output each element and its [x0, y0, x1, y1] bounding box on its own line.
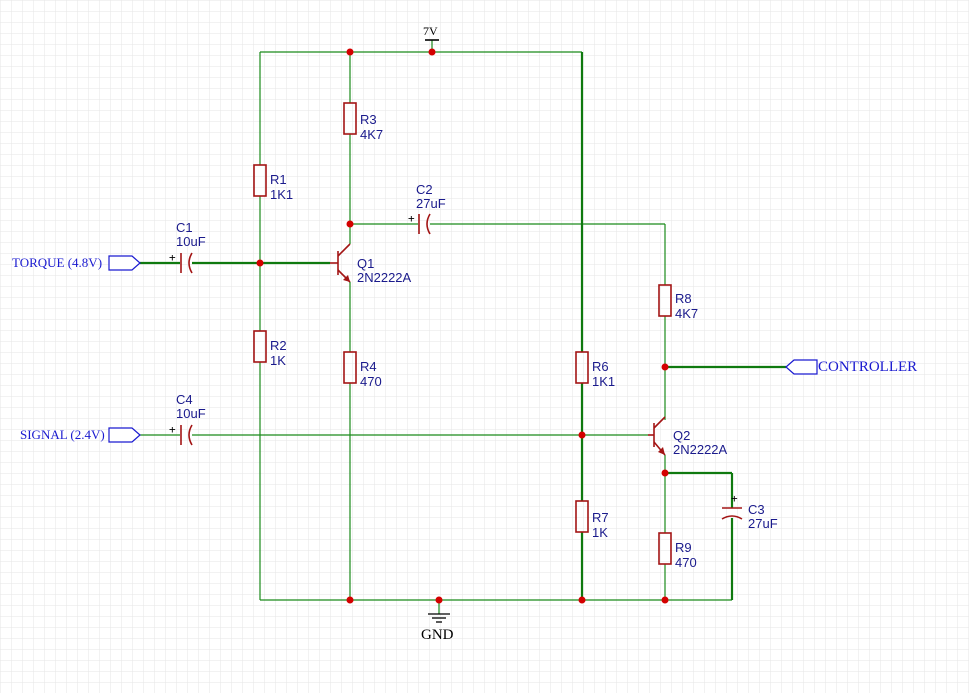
resistor-r4-ref: R4 — [360, 359, 377, 374]
junction-dot — [346, 596, 354, 604]
junction-dot — [578, 431, 586, 439]
transistor-q1-ref: Q1 — [357, 256, 374, 271]
resistor-r3-body — [343, 102, 357, 135]
port-controller-shape — [785, 359, 818, 375]
junction-dot — [428, 48, 436, 56]
port-controller[interactable]: CONTROLLER — [785, 359, 917, 375]
power-symbol: 7V — [423, 24, 439, 41]
resistor-r9[interactable]: R9 470 — [658, 532, 697, 570]
port-signal-label: SIGNAL (2.4V) — [20, 427, 105, 442]
resistor-r8[interactable]: R8 4K7 — [658, 284, 698, 321]
port-signal[interactable]: SIGNAL (2.4V) — [20, 427, 141, 443]
transistor-q1[interactable]: Q1 2N2222A — [330, 243, 412, 285]
resistor-r4-body — [343, 351, 357, 384]
capacitor-c2-ref: C2 — [416, 182, 433, 197]
resistor-r2[interactable]: R2 1K — [253, 330, 287, 368]
transistor-q1-arrow — [343, 275, 350, 282]
capacitor-c4[interactable]: + C4 10uF — [169, 392, 206, 446]
port-torque-shape — [108, 255, 141, 271]
resistor-r6-body — [575, 351, 589, 384]
resistor-r3[interactable]: R3 4K7 — [343, 102, 383, 142]
resistor-r7-ref: R7 — [592, 510, 609, 525]
capacitor-c1[interactable]: + C1 10uF — [169, 220, 206, 274]
junction-dot — [578, 596, 586, 604]
capacitor-c4-plus: + — [169, 423, 176, 436]
resistor-r6[interactable]: R6 1K1 — [575, 351, 615, 389]
port-torque[interactable]: TORQUE (4.8V) — [12, 255, 141, 271]
resistor-r8-ref: R8 — [675, 291, 692, 306]
capacitor-c3-plus: + — [731, 492, 738, 505]
capacitor-c2-plus: + — [408, 212, 415, 225]
junctions — [256, 48, 669, 604]
junction-dot — [435, 596, 443, 604]
transistor-q2-value: 2N2222A — [673, 442, 728, 457]
port-controller-label: CONTROLLER — [818, 359, 917, 375]
port-torque-label: TORQUE (4.8V) — [12, 255, 102, 270]
resistor-r6-ref: R6 — [592, 359, 609, 374]
capacitor-c1-ref: C1 — [176, 220, 193, 235]
capacitor-c2-value: 27uF — [416, 196, 446, 211]
transistor-q2-arrow — [658, 447, 665, 455]
resistor-r1[interactable]: R1 1K1 — [253, 164, 293, 202]
capacitor-c1-plate-curved — [188, 252, 193, 274]
resistor-r3-ref: R3 — [360, 112, 377, 127]
port-signal-shape — [108, 427, 141, 443]
resistor-r2-value: 1K — [270, 353, 286, 368]
capacitor-c3-plate-curved — [721, 515, 743, 520]
resistor-r6-value: 1K1 — [592, 374, 615, 389]
resistor-r4[interactable]: R4 470 — [343, 351, 382, 389]
transistor-q1-collector — [337, 243, 351, 257]
capacitor-c3-ref: C3 — [748, 502, 765, 517]
capacitor-c3-value: 27uF — [748, 516, 778, 531]
capacitor-c1-value: 10uF — [176, 234, 206, 249]
transistor-q2[interactable]: Q2 2N2222A — [648, 416, 728, 457]
capacitor-c4-value: 10uF — [176, 406, 206, 421]
resistor-r1-body — [253, 164, 267, 197]
ground-label: GND — [421, 627, 454, 643]
junction-dot — [346, 220, 354, 228]
junction-dot — [661, 363, 669, 371]
junction-dot — [661, 469, 669, 477]
capacitor-c4-plate-curved — [188, 424, 193, 446]
resistor-r7[interactable]: R7 1K — [575, 500, 609, 540]
resistor-r2-body — [253, 330, 267, 363]
resistor-r8-value: 4K7 — [675, 306, 698, 321]
resistor-r9-value: 470 — [675, 555, 697, 570]
resistor-r1-ref: R1 — [270, 172, 287, 187]
transistor-q2-collector — [653, 416, 666, 429]
transistor-q1-value: 2N2222A — [357, 270, 412, 285]
junction-dot — [661, 596, 669, 604]
ground-symbol: GND — [421, 613, 454, 643]
capacitor-c1-plus: + — [169, 251, 176, 264]
junction-dot — [346, 48, 354, 56]
resistor-r1-value: 1K1 — [270, 187, 293, 202]
capacitor-c4-ref: C4 — [176, 392, 193, 407]
capacitor-c2[interactable]: + C2 27uF — [408, 182, 446, 235]
resistor-r9-body — [658, 532, 672, 565]
resistor-r8-body — [658, 284, 672, 317]
resistor-r3-value: 4K7 — [360, 127, 383, 142]
resistor-r2-ref: R2 — [270, 338, 287, 353]
capacitor-c3[interactable]: + C3 27uF — [721, 492, 778, 531]
resistor-r4-value: 470 — [360, 374, 382, 389]
resistor-r7-body — [575, 500, 589, 533]
resistor-r9-ref: R9 — [675, 540, 692, 555]
resistor-r7-value: 1K — [592, 525, 608, 540]
transistor-q2-ref: Q2 — [673, 428, 690, 443]
capacitor-c2-plate-curved — [426, 213, 431, 235]
junction-dot — [256, 259, 264, 267]
power-label: 7V — [423, 24, 438, 38]
